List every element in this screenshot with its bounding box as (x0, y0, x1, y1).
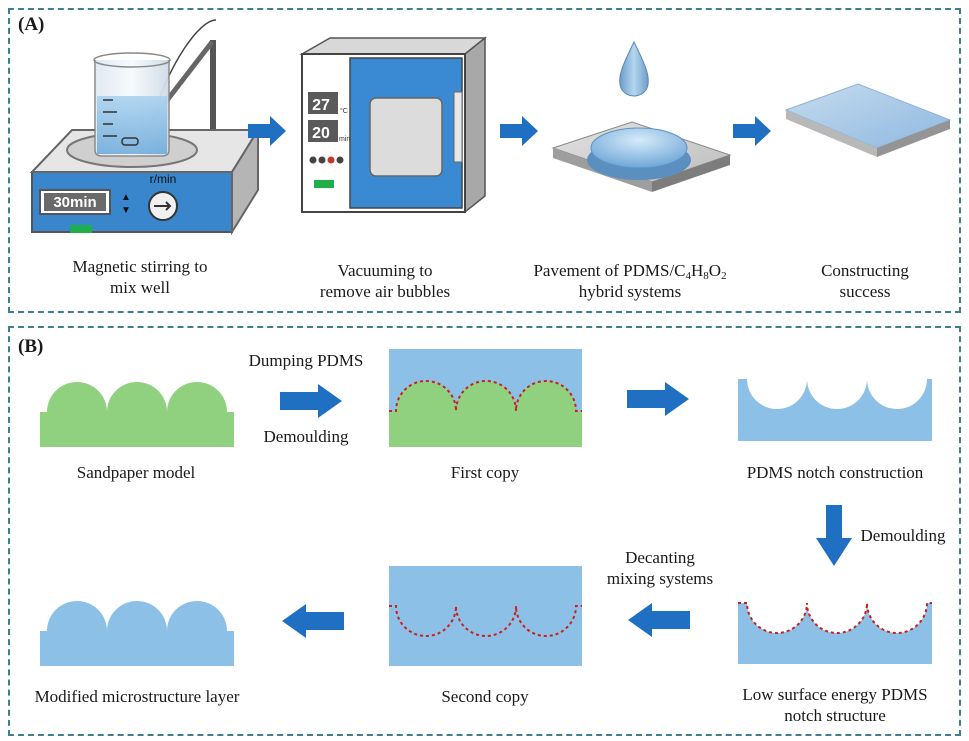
pdms-notch-shape (738, 379, 932, 441)
oven-temperature-value: 27 (312, 97, 330, 114)
decanting-arrow (628, 603, 690, 637)
label-dumping-pdms: Dumping PDMS (248, 351, 364, 370)
label-decanting-mixing-systems: Decanting mixing systems (606, 548, 714, 588)
caption-sandpaper-model: Sandpaper model (76, 463, 196, 482)
magnetic-stirrer-illustration: 30min ▲ ▼ r/min (29, 19, 260, 236)
sandpaper-model-shape (40, 382, 234, 447)
pavement-illustration (551, 40, 732, 192)
low-surface-notch-shape (738, 602, 932, 664)
constructed-film-illustration (784, 83, 952, 157)
oven-temperature-unit: °C (340, 107, 348, 115)
up-arrow-icon: ▲ (121, 192, 131, 203)
caption-vacuuming: Vacuuming to remove air bubbles (319, 261, 451, 301)
panel-a-label: (A) (18, 14, 45, 35)
process-arrow-2 (500, 116, 538, 146)
oven-time-unit: min (339, 136, 350, 143)
down-arrow-icon: ▼ (121, 205, 131, 216)
panel-b-label: (B) (18, 336, 44, 357)
demoulding-down-arrow (816, 505, 852, 566)
modified-layer-shape (40, 601, 234, 666)
label-demoulding-1: Demoulding (263, 427, 349, 446)
caption-first-copy: First copy (450, 463, 520, 482)
panel-a-frame (8, 8, 961, 313)
caption-magnetic-stirring: Magnetic stirring to mix well (72, 257, 208, 297)
process-arrow-3 (733, 116, 771, 146)
notch-construction-arrow (627, 382, 689, 416)
label-demoulding-2: Demoulding (860, 526, 946, 545)
caption-constructing-success: Constructing success (821, 261, 909, 301)
caption-pavement: Pavement of PDMS/C4H8O2 hybrid systems (533, 261, 727, 301)
vacuum-oven-illustration: 27 °C 20 min (299, 36, 488, 214)
dumping-arrow (280, 384, 342, 418)
caption-pdms-notch-construction: PDMS notch construction (746, 463, 924, 482)
caption-modified-microstructure-layer: Modified microstructure layer (34, 687, 240, 706)
oven-time-value: 20 (312, 125, 330, 142)
caption-low-surface-energy: Low surface energy PDMS notch structure (742, 685, 928, 725)
second-copy-arrow (282, 604, 344, 638)
panel-b-frame (8, 326, 961, 736)
stirrer-display-text: 30min (53, 194, 96, 211)
caption-second-copy: Second copy (441, 687, 529, 706)
first-copy-shape (389, 349, 582, 447)
stirrer-speed-unit: r/min (150, 172, 177, 186)
process-arrow-1 (248, 116, 286, 146)
second-copy-shape (389, 566, 582, 666)
